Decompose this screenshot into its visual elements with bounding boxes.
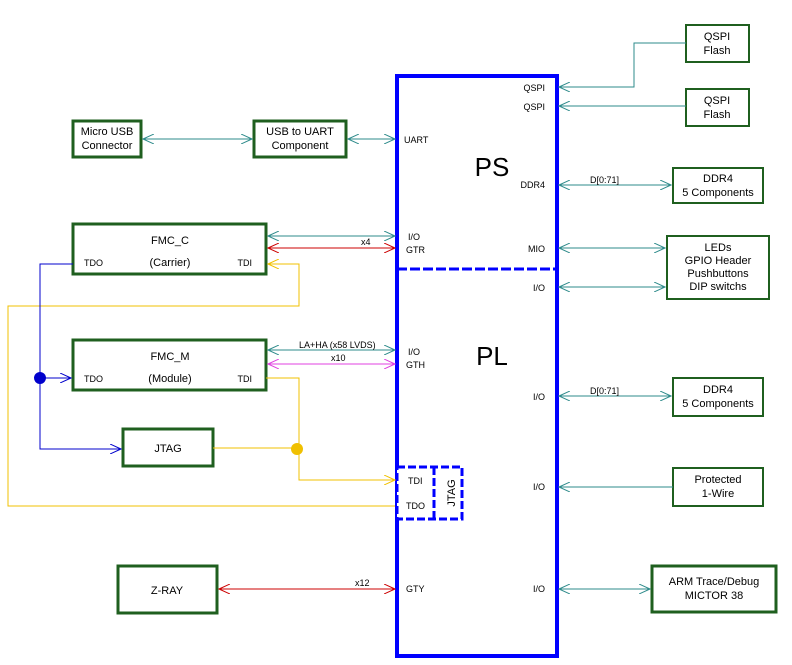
fmc-c-tdo-to-jtag [39,263,121,449]
leds-line-4: DIP switchs [689,281,747,293]
port-tdi: TDI [408,476,423,486]
port-tdo: TDO [406,501,425,511]
ddr4-pl-bus-label: D[0:71] [590,386,619,396]
usb-uart-line-1: USB to UART [266,126,334,138]
fpga-jtag-label: JTAG [446,479,458,506]
fpga-jtag-block [395,465,464,521]
protected-line-2: 1-Wire [702,488,734,500]
ddr4-pl-line-1: DDR4 [703,384,733,396]
teal-connections [143,42,686,589]
fmc-m-tdo: TDO [84,374,103,384]
protected-line-1: Protected [694,474,741,486]
fmc-m-io-label: LA+HA (x58 LVDS) [299,340,376,350]
red-connections [219,248,395,589]
qspi-flash-1-line-2: Flash [704,45,731,57]
fmc-c-tdi: TDI [238,258,253,268]
port-qspi-2: QSPI [523,102,545,112]
port-uart: UART [404,135,429,145]
port-ddr4: DDR4 [520,180,545,190]
qspi-flash-1-line-1: QSPI [704,31,730,43]
fmc-c-tdo: TDO [84,258,103,268]
qspi-flash-2-line-1: QSPI [704,95,730,107]
fmc-c-title: FMC_C [151,235,189,247]
qspi-flash-1-block: QSPI Flash [685,24,750,63]
zray-label: Z-RAY [151,585,184,597]
fmc-c-block: FMC_C (Carrier) TDO TDI [71,222,268,276]
ddr4-ps-line-2: 5 Components [682,187,754,199]
port-qspi-1: QSPI [523,83,545,93]
port-io-module: I/O [408,347,420,357]
arm-trace-block: ARM Trace/Debug MICTOR 38 [650,564,778,614]
fmc-m-block: FMC_M (Module) TDO TDI [71,338,268,392]
fmc-m-tdi: TDI [238,374,253,384]
fmc-m-title: FMC_M [150,351,189,363]
arm-trace-line-1: ARM Trace/Debug [669,576,759,588]
port-io-right-2: I/O [533,392,545,402]
yellow-junction-dot [291,443,303,455]
leds-line-1: LEDs [705,242,732,254]
fmc-c-subtitle: (Carrier) [150,257,191,269]
fpga-device: PS PL JTAG QSPI QSPI UART DDR4 I/O GTR M… [395,74,559,658]
port-mio: MIO [528,244,545,254]
usb-uart-block: USB to UART Component [252,119,348,159]
fpga-outline [395,74,559,658]
ps-label: PS [475,152,510,182]
leds-gpio-block: LEDs GPIO Header Pushbuttons DIP switchs [666,235,770,300]
ddr4-pl-block: DDR4 5 Components [672,377,764,417]
qspi-1-link [559,42,686,87]
jtag-block: JTAG [121,427,215,468]
fmc-m-subtitle: (Module) [148,373,191,385]
tdo-to-fmc-c-tdi [7,264,395,507]
blue-junction-dot [34,372,46,384]
gtr-x4-label: x4 [361,237,371,247]
zray-block: Z-RAY [116,564,219,615]
ddr4-pl-line-2: 5 Components [682,398,754,410]
port-io-carrier: I/O [408,232,420,242]
ddr4-ps-block: DDR4 5 Components [672,167,764,204]
blue-tdo-chain [34,263,121,449]
port-io-right-3: I/O [533,482,545,492]
gth-x10-label: x10 [331,353,346,363]
qspi-flash-2-line-2: Flash [704,109,731,121]
ddr4-ps-line-1: DDR4 [703,173,733,185]
leds-line-2: GPIO Header [685,255,752,267]
usb-uart-line-2: Component [272,140,329,152]
qspi-flash-2-block: QSPI Flash [685,88,750,127]
fmc-m-tdi-to-tdi [266,377,395,480]
leds-line-3: Pushbuttons [687,268,749,280]
port-io-right-1: I/O [533,283,545,293]
jtag-label: JTAG [154,443,181,455]
ddr4-ps-bus-label: D[0:71] [590,175,619,185]
micro-usb-line-1: Micro USB [81,126,134,138]
protected-1wire-block: Protected 1-Wire [672,467,764,507]
port-gth: GTH [406,360,425,370]
arm-trace-line-2: MICTOR 38 [685,590,743,602]
port-gtr: GTR [406,245,425,255]
micro-usb-line-2: Connector [82,140,133,152]
yellow-jtag-chain [7,264,395,507]
gty-x12-label: x12 [355,578,370,588]
port-io-right-4: I/O [533,584,545,594]
port-gty: GTY [406,584,425,594]
pl-label: PL [476,341,508,371]
micro-usb-block: Micro USB Connector [71,119,143,159]
